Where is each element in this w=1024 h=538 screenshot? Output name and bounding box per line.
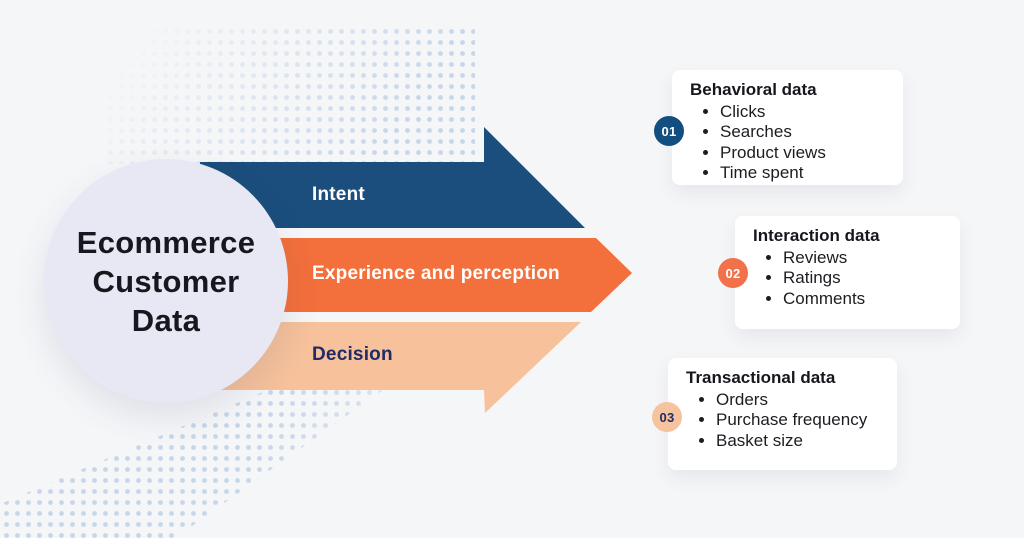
card-behavioral-data: Behavioral data Clicks Searches Product … [672,70,903,185]
list-item: Reviews [783,248,948,268]
card-title-behavioral: Behavioral data [690,80,817,99]
central-title-line-3: Data [131,302,201,338]
card-interaction-data: Interaction data Reviews Ratings Comment… [735,216,960,329]
card-title-interaction: Interaction data [753,226,880,245]
list-item: Orders [716,390,885,410]
card-list-interaction: Reviews Ratings Comments [753,248,948,309]
central-title-line-1: Ecommerce [76,224,256,260]
list-item: Purchase frequency [716,410,885,430]
list-item: Time spent [720,163,891,183]
card-title-transactional: Transactional data [686,368,836,387]
central-topic-circle: Ecommerce Customer Data [44,159,288,403]
central-title-line-2: Customer [92,263,240,299]
list-item: Ratings [783,268,948,288]
card-list-behavioral: Clicks Searches Product views Time spent [690,102,891,184]
card-list-transactional: Orders Purchase frequency Basket size [686,390,885,451]
list-item: Basket size [716,431,885,451]
step-badge-02: 02 [718,258,748,288]
halftone-dots-top-decoration [105,26,475,164]
card-transactional-data: Transactional data Orders Purchase frequ… [668,358,897,470]
step-badge-01: 01 [654,116,684,146]
list-item: Product views [720,143,891,163]
list-item: Clicks [720,102,891,122]
step-badge-03: 03 [652,402,682,432]
arrow-band-intent [200,127,585,228]
list-item: Comments [783,289,948,309]
arrow-label-decision: Decision [312,344,393,365]
arrow-label-experience: Experience and perception [312,263,560,284]
arrow-label-intent: Intent [312,184,365,205]
arrow-band-decision [200,322,581,413]
arrow-band-experience [200,238,632,312]
list-item: Searches [720,122,891,142]
